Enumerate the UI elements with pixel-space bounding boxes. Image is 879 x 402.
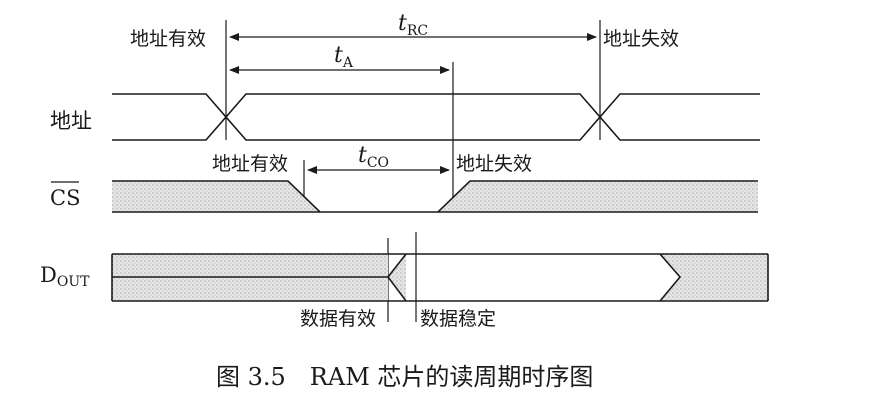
dout-waveform: [111, 253, 769, 302]
data-valid-label: 数据有效: [300, 308, 376, 330]
tco-label: tCO: [358, 143, 389, 171]
figure-caption: 图 3.5 RAM 芯片的读周期时序图: [216, 363, 593, 391]
ta-label: tA: [334, 43, 354, 71]
trc-label: tRC: [398, 11, 428, 39]
cs-waveform: [112, 180, 758, 213]
signal-address-label: 地址: [50, 109, 92, 133]
addr-invalid-cs-label: 地址失效: [456, 153, 532, 175]
addr-valid-top-label: 地址有效: [130, 28, 206, 50]
signal-cs-label: CS: [50, 186, 80, 210]
signal-dout-label: DOUT: [40, 263, 90, 290]
addr-valid-cs-label: 地址有效: [212, 153, 288, 175]
data-stable-label: 数据稳定: [420, 308, 496, 330]
address-waveform: [112, 93, 760, 141]
addr-invalid-top-label: 地址失效: [603, 28, 679, 50]
